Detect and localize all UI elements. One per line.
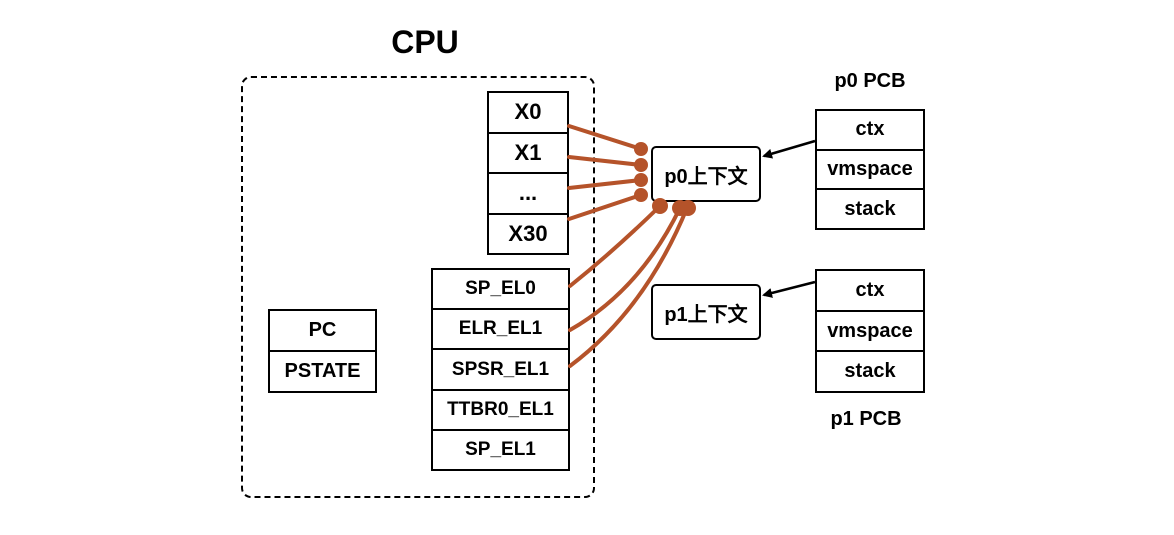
p1-pcb-vmspace: vmspace <box>817 312 923 353</box>
register-x30: X30 <box>508 220 548 246</box>
pc-pstate-stack: PC PSTATE <box>268 309 377 393</box>
p1-pcb-ctx: ctx <box>817 271 923 312</box>
p1-context-box: p1上下文 <box>651 284 761 340</box>
connector-dot-spsr-el1 <box>680 200 696 216</box>
p1-pcb-stack: ctx vmspace stack <box>815 269 925 393</box>
register-spsr-el1: SPSR_EL1 <box>433 350 568 391</box>
p0-pcb-vmspace: vmspace <box>817 151 923 191</box>
connector-dot-x30 <box>634 188 648 202</box>
connector-dot-ellipsis <box>634 173 648 187</box>
register-x1: X1 <box>489 134 567 174</box>
register-x0: X0 <box>489 93 567 134</box>
p0-pcb-stack-field: stack <box>844 197 896 220</box>
sys-register-stack: SP_EL0 ELR_EL1 SPSR_EL1 TTBR0_EL1 SP_EL1 <box>431 268 570 471</box>
p1-ctx-pointer-arrow <box>762 280 816 298</box>
connector-dot-x1 <box>634 158 648 172</box>
connector-dot-x0 <box>634 142 648 156</box>
connector-dot-elr-el1 <box>672 200 688 216</box>
p0-pcb-stack: ctx vmspace stack <box>815 109 925 230</box>
register-sp-el0: SP_EL0 <box>433 270 568 311</box>
register-pc: PC <box>270 311 375 352</box>
register-pstate: PSTATE <box>284 360 361 382</box>
register-ellipsis: ... <box>489 174 567 215</box>
register-ttbr0-el1: TTBR0_EL1 <box>433 391 568 431</box>
register-elr-el1: ELR_EL1 <box>433 310 568 351</box>
p0-pcb-label: p0 PCB <box>834 70 906 92</box>
p1-pcb-stack-field: stack <box>844 360 896 383</box>
p1-pcb-label: p1 PCB <box>830 408 902 430</box>
p0-ctx-pointer-arrow <box>762 139 816 159</box>
p0-pcb-ctx: ctx <box>817 111 923 151</box>
register-sp-el1: SP_EL1 <box>465 438 536 460</box>
cpu-title: CPU <box>391 24 459 60</box>
p0-context-box: p0上下文 <box>651 146 761 202</box>
gp-register-stack: X0 X1 ... X30 <box>487 91 569 255</box>
